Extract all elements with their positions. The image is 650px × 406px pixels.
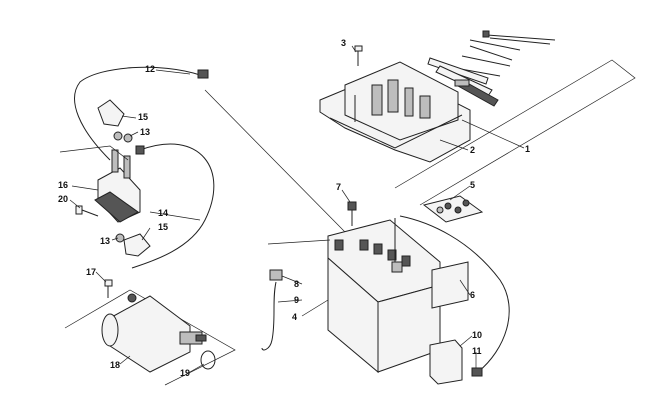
vent-tube-clamp: [269, 269, 283, 281]
terminal-boot-lower: [123, 233, 151, 257]
leader-vent-to-battery: [267, 239, 331, 245]
callout-4: 4: [292, 312, 297, 322]
cable-14-terminal: [135, 145, 145, 155]
callout-labels: 1 2 3 4 5 6 7 8 9 10 11 12 13 13 14 15 1…: [58, 38, 530, 378]
leader-tray-to-battery: [204, 89, 346, 233]
screw-17: [104, 279, 113, 298]
callout-13-lower: 13: [100, 236, 110, 246]
nut-lower: [115, 233, 125, 243]
callout-13-upper: 13: [140, 127, 150, 137]
callout-10: 10: [472, 330, 482, 340]
callout-15-lower: 15: [158, 222, 168, 232]
callout-2: 2: [470, 145, 475, 155]
screw-7: [347, 201, 357, 226]
callout-6: 6: [470, 290, 475, 300]
starter-solenoid: [59, 145, 141, 223]
o-ring: [200, 350, 216, 370]
callout-18: 18: [110, 360, 120, 370]
callout-3: 3: [341, 38, 346, 48]
bracket-tool-kit-group: [394, 59, 636, 206]
callout-9: 9: [294, 295, 299, 305]
callout-17: 17: [86, 267, 96, 277]
callout-5: 5: [470, 180, 475, 190]
callout-19: 19: [180, 368, 190, 378]
cable-14: [131, 143, 215, 269]
nut-upper-b: [123, 133, 133, 143]
callout-1: 1: [525, 144, 530, 154]
terminal-boot-upper: [97, 99, 125, 127]
terminal-hardware-kit: [422, 195, 484, 223]
screw-3: [354, 45, 363, 66]
screw-20: [75, 205, 99, 217]
leader-lines: [69, 45, 525, 373]
vent-tube: [261, 281, 277, 351]
callout-15-upper: 15: [138, 112, 148, 122]
callout-11: 11: [472, 346, 482, 356]
battery-pad: [431, 261, 469, 309]
battery: [327, 219, 441, 374]
nut-upper-a: [113, 131, 123, 141]
cable-12: [74, 66, 201, 161]
foam-block: [429, 339, 463, 385]
callout-7: 7: [336, 182, 341, 192]
positive-battery-cable: [399, 215, 510, 373]
starter-motor: [101, 293, 207, 373]
tool-kit: [427, 30, 556, 107]
callout-14: 14: [158, 208, 168, 218]
callout-12: 12: [145, 64, 155, 74]
cable-terminal: [471, 367, 483, 377]
callout-20: 20: [58, 194, 68, 204]
tool-kit-tray: [319, 61, 471, 163]
callout-8: 8: [294, 279, 299, 289]
cable-12-terminal: [197, 69, 209, 79]
callout-16: 16: [58, 180, 68, 190]
